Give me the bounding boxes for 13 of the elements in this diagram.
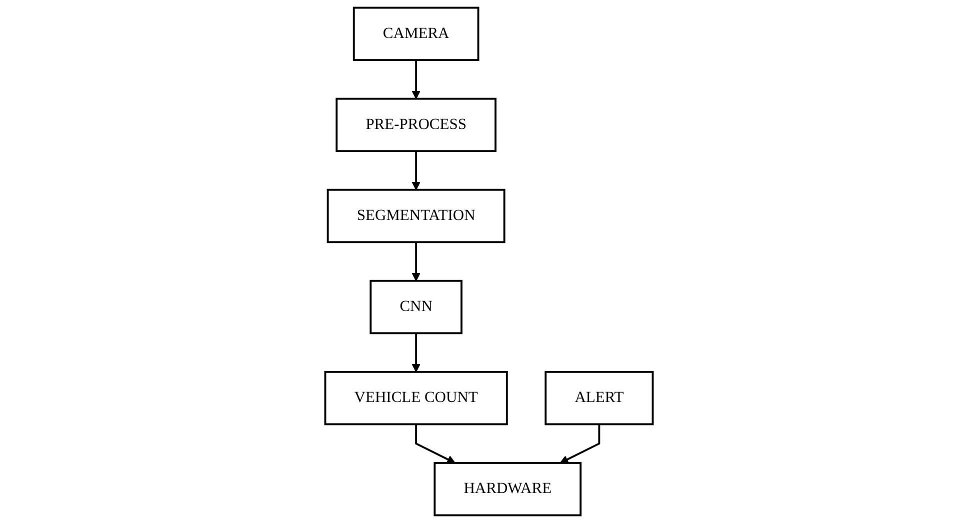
arrow: [415, 424, 456, 464]
arrow: [412, 60, 420, 100]
node-box: PRE-PROCESS: [336, 98, 496, 152]
node-box: HARDWARE: [434, 462, 582, 516]
arrow: [412, 242, 420, 282]
arrow: [412, 333, 420, 372]
node-box: CAMERA: [352, 6, 480, 62]
node-box: SEGMENTATION: [326, 188, 506, 244]
node-box: CNN: [370, 280, 462, 334]
node-box: VEHICLE COUNT: [324, 370, 508, 426]
node-box: ALERT: [544, 370, 654, 426]
arrow: [412, 151, 420, 190]
arrow: [560, 424, 600, 464]
